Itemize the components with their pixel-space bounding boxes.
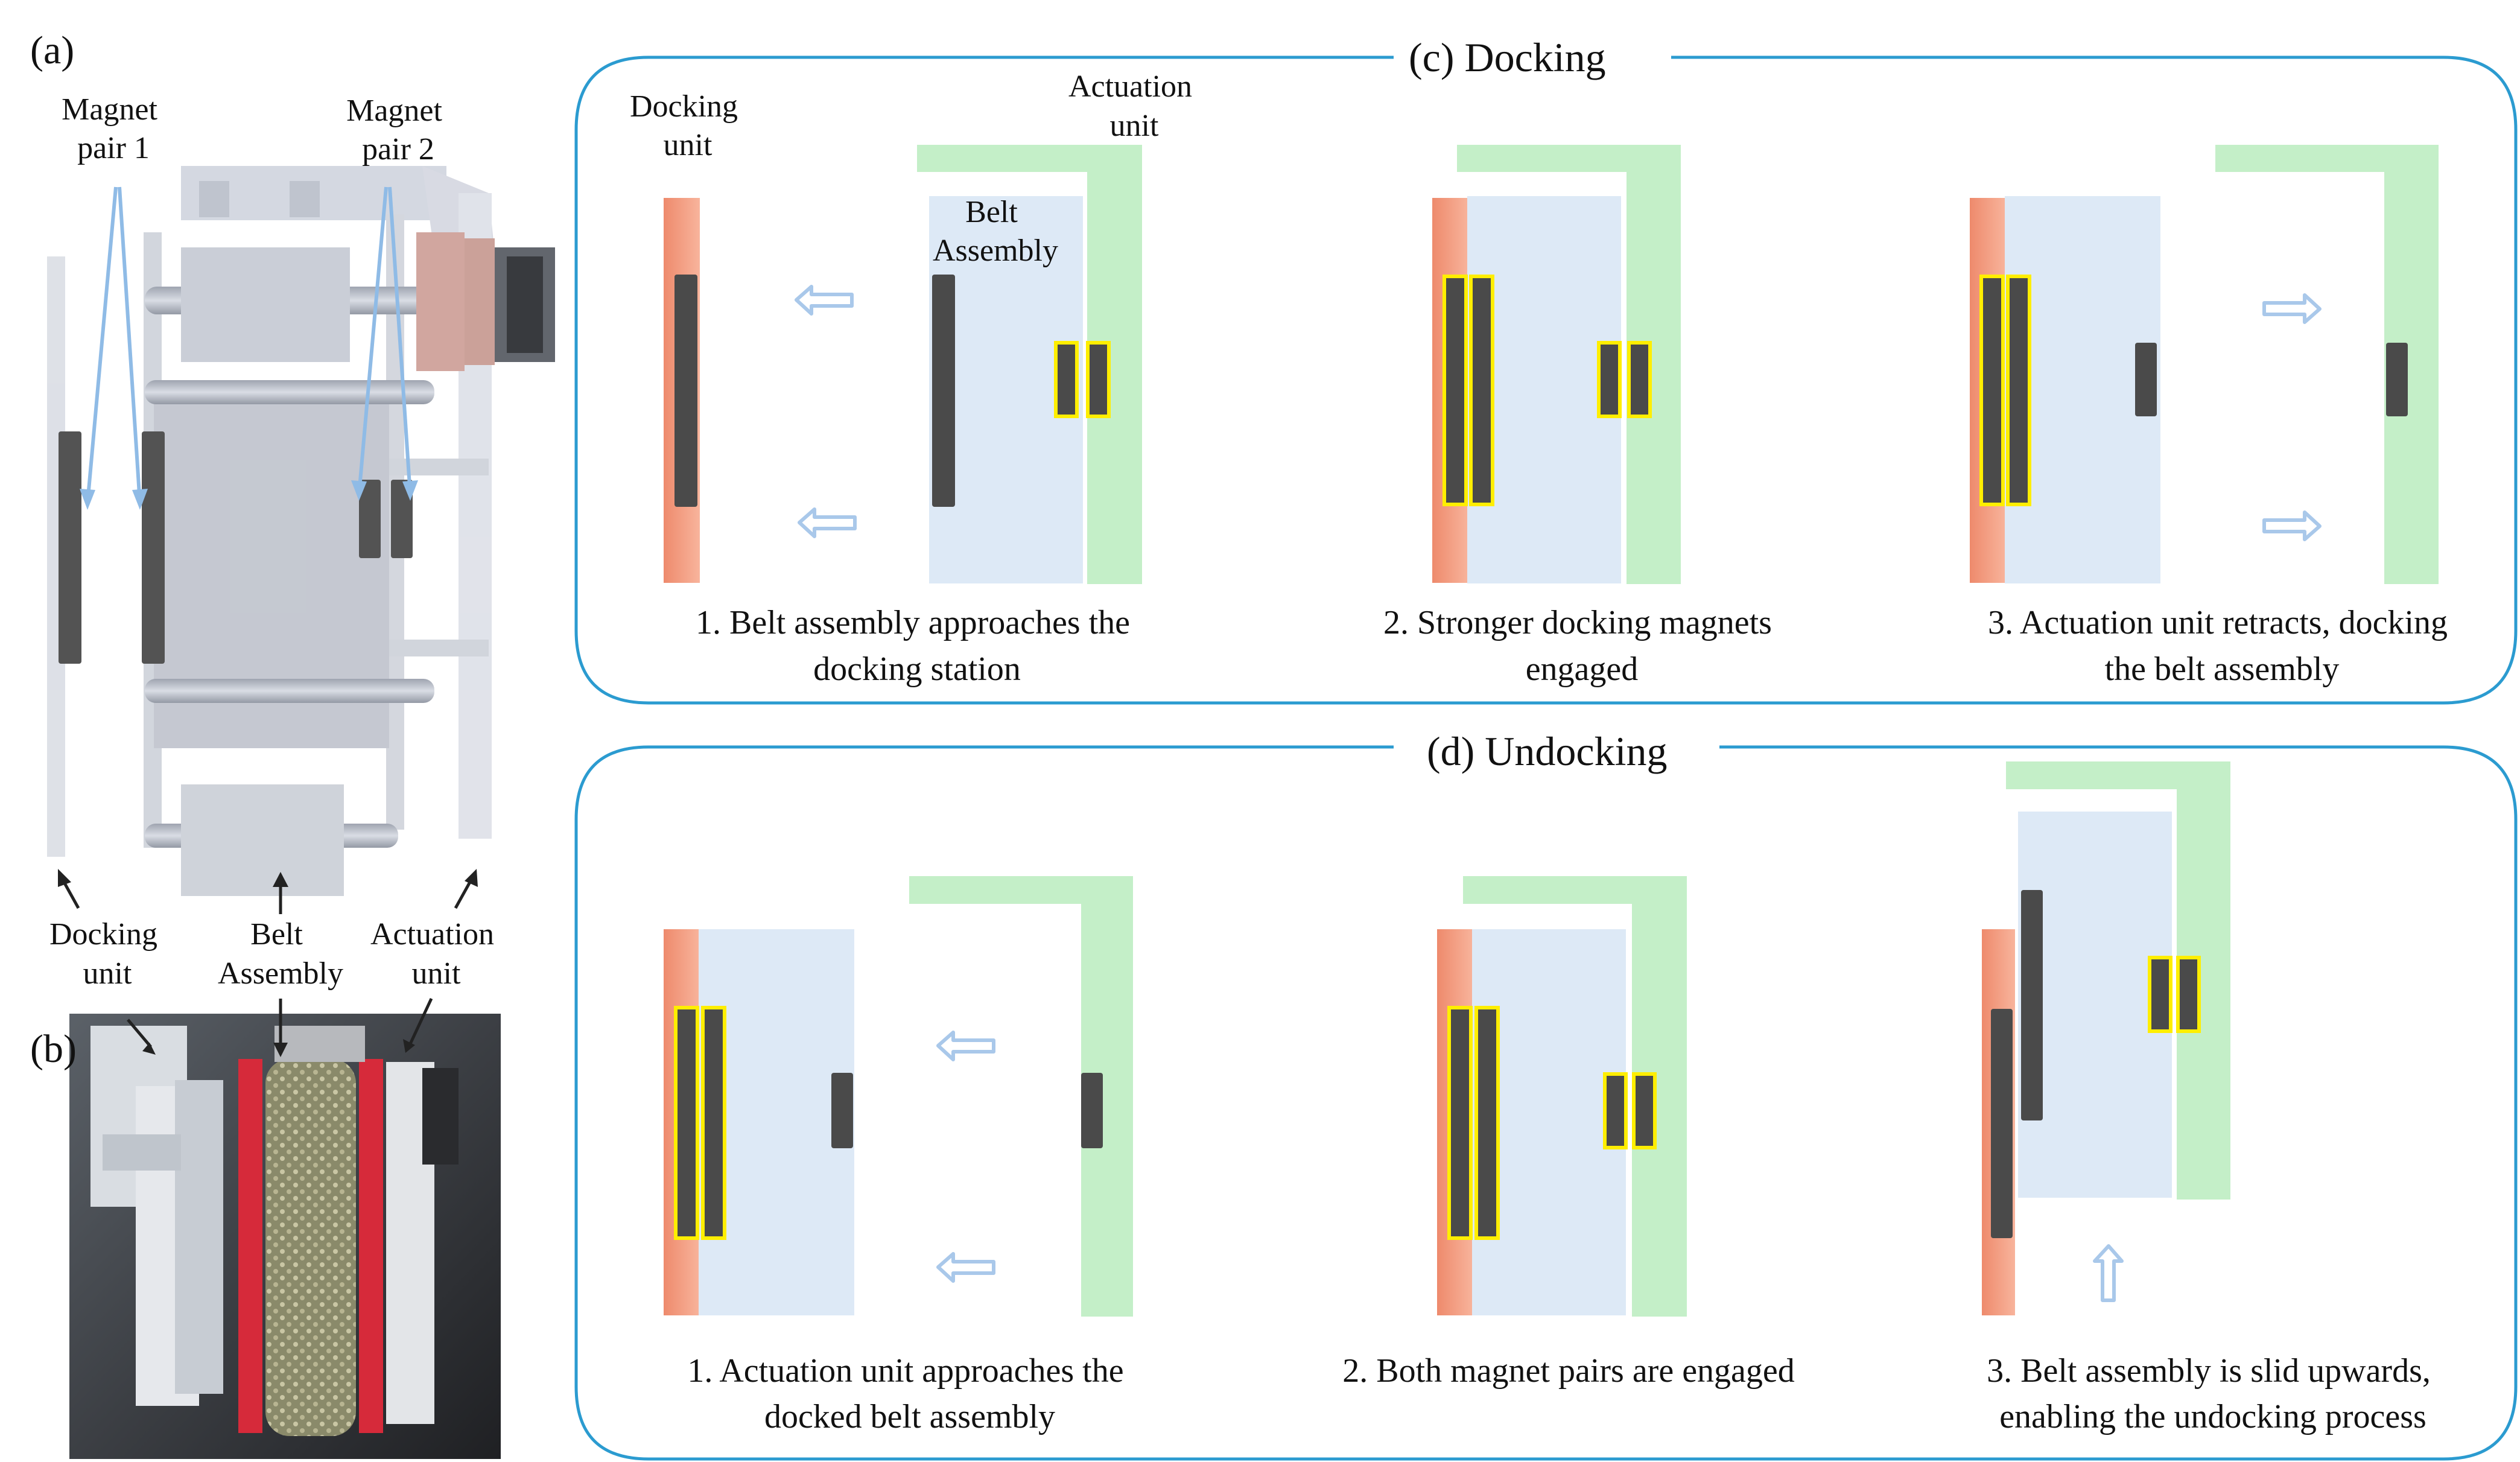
- docking-frame: [574, 56, 2518, 705]
- engaged-magnet: [1603, 1072, 1628, 1149]
- cad-rendering: [47, 166, 555, 896]
- arrow-up-icon: [2093, 1244, 2124, 1302]
- engaged-magnet: [2176, 956, 2201, 1033]
- callout-lines: [86, 186, 412, 504]
- engaged-magnet: [1979, 275, 2005, 506]
- belt-magnet: [2135, 343, 2157, 416]
- arrow-left-icon: [795, 285, 854, 316]
- photo-pointers: [127, 997, 433, 1057]
- engaged-magnet: [1447, 1006, 1473, 1240]
- undocking-step-2-caption: 2. Both magnet pairs are engaged: [1342, 1352, 1795, 1390]
- engaged-magnet: [1474, 1006, 1500, 1240]
- engaged-magnet: [1442, 275, 1468, 506]
- magnet-2b: [391, 480, 413, 558]
- belt-assembly: [2018, 812, 2172, 1198]
- arrow-left-icon: [936, 1031, 995, 1061]
- docking-magnet: [674, 275, 697, 507]
- actuation-magnet: [2386, 343, 2408, 416]
- docking-step-3: 3. Actuation unit retracts, docking the …: [1970, 145, 2456, 688]
- engaged-magnet: [1627, 341, 1652, 418]
- actuation-magnet: [1081, 1073, 1103, 1148]
- undocking-step-2: 2. Both magnet pairs are engaged: [1342, 876, 1795, 1390]
- arrow-right-icon: [2262, 510, 2322, 541]
- engaged-magnet: [2148, 956, 2172, 1033]
- undocking-step-1: 1. Actuation unit approaches the docked …: [664, 876, 1133, 1435]
- label-belt-assembly-a: Belt Assembly: [218, 917, 343, 991]
- label-actuation-unit-a: Actuation unit: [370, 917, 502, 991]
- magnet-1a: [59, 431, 81, 664]
- belt-magnet: [831, 1073, 853, 1148]
- panel-b: (b): [30, 997, 501, 1459]
- belt-magnet: [932, 275, 955, 507]
- engaged-magnet: [1086, 341, 1111, 418]
- undocking-step-3-caption: 3. Belt assembly is slid upwards, enabli…: [1987, 1352, 2439, 1435]
- panel-a: (a): [30, 28, 555, 991]
- docking-magnet: [1991, 1009, 2013, 1238]
- label-docking-unit: Docking unit: [630, 89, 746, 162]
- label-magnet-pair-1: Magnet pair 1: [62, 92, 165, 165]
- magnet-1b: [142, 431, 165, 664]
- belt-magnet: [2021, 890, 2043, 1120]
- panel-b-label: (b): [30, 1027, 77, 1071]
- arrow-left-icon: [936, 1252, 995, 1283]
- label-docking-unit-a: Docking unit: [49, 917, 165, 991]
- docking-step-3-caption: 3. Actuation unit retracts, docking the …: [1988, 604, 2456, 688]
- panel-c: (c) Docking Docking unit Actuation unit …: [574, 33, 2518, 705]
- engaged-magnet: [1469, 275, 1494, 506]
- docking-step-1-caption: 1. Belt assembly approaches the docking …: [696, 604, 1138, 688]
- magnet-2a: [359, 480, 381, 558]
- undocking-step-1-caption: 1. Actuation unit approaches the docked …: [687, 1352, 1132, 1435]
- label-magnet-pair-2: Magnet pair 2: [346, 94, 450, 167]
- photo-contents: [90, 1026, 459, 1436]
- docking-title: (c) Docking: [1409, 34, 1606, 80]
- arrow-right-icon: [2262, 293, 2322, 324]
- label-belt-assembly: Belt Assembly: [933, 195, 1058, 268]
- engaged-magnet: [2006, 275, 2031, 506]
- engaged-magnet: [1632, 1072, 1657, 1149]
- docking-step-2-caption: 2. Stronger docking magnets engaged: [1383, 604, 1780, 688]
- engaged-magnet: [1597, 341, 1622, 418]
- callout-arrowheads: [80, 480, 418, 510]
- arrow-left-icon: [798, 507, 857, 538]
- engaged-magnet: [701, 1006, 726, 1240]
- docking-step-1: Docking unit Actuation unit Belt Assembl…: [630, 69, 1200, 688]
- unit-pointers: [58, 869, 478, 914]
- panel-a-label: (a): [30, 28, 74, 72]
- docking-step-2: 2. Stronger docking magnets engaged: [1383, 145, 1780, 688]
- engaged-magnet: [674, 1006, 699, 1240]
- engaged-magnet: [1054, 341, 1079, 418]
- undocking-step-3: 3. Belt assembly is slid upwards, enabli…: [1982, 761, 2439, 1435]
- label-actuation-unit: Actuation unit: [1068, 69, 1200, 143]
- panel-d: (d) Undocking 1. Actuation unit approach…: [574, 723, 2518, 1461]
- undocking-title: (d) Undocking: [1427, 728, 1667, 774]
- undocking-frame: [574, 745, 2518, 1461]
